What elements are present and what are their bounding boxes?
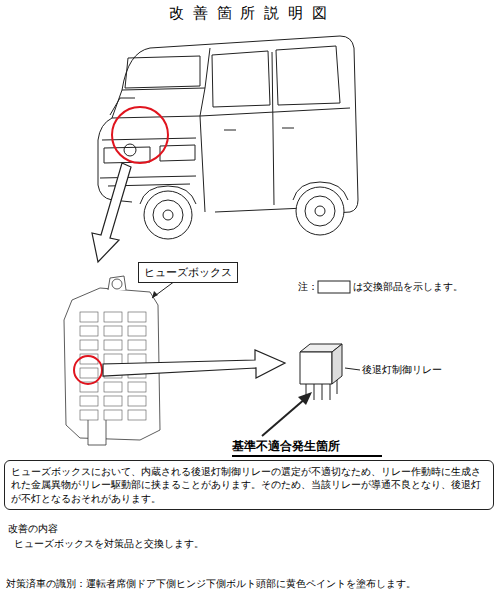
box-text: ヒューズボックスにおいて、内蔵される後退灯制御リレーの選定が不適切なため、リレー… [11,465,487,505]
fuse-box-illustration [64,276,160,445]
fuse-slot [104,382,122,392]
fuse-slot [128,340,146,350]
leader-line [345,368,360,370]
section-heading: 改善の内容 [8,522,58,536]
fuse-slot [128,396,146,406]
fuse-slot [80,312,98,322]
fuse-slot [104,312,122,322]
note-text: 注： [298,280,318,294]
car-illustration [98,36,358,239]
highlight-circle [74,356,102,384]
fuse-slot [104,354,122,364]
highlight-circle [112,107,168,163]
fuse-slot [128,326,146,336]
fuse-slot [80,340,98,350]
relay-illustration [300,344,342,400]
pointer-arrow [92,163,131,262]
fuse-slot [80,410,98,420]
fuse-slot [128,410,146,420]
fuse-slot [80,368,98,378]
fuse-slot [104,410,122,420]
description-box: ヒューズボックスにおいて、内蔵される後退灯制御リレーの選定が不適切なため、リレー… [4,460,494,510]
arrow-head [152,291,158,298]
box-text: ヒューズボックス [144,265,232,280]
pointer-arrow [103,350,285,378]
note-text: は交換部品を示します。 [353,280,463,294]
fuse-slot [80,396,98,406]
part-name: 後退灯制御リレー [362,363,442,377]
underline [232,455,382,457]
defect-location: 基準不適合発生箇所 [232,438,340,455]
arrow-head [298,392,312,405]
leader-line [262,398,306,436]
fuse-slot [128,382,146,392]
fuse-slot [104,396,122,406]
remedy-text: ヒューズボックスを対策品と交換します。 [14,537,204,551]
label-box: ヒューズボックス [138,262,238,283]
fuse-slot [104,340,122,350]
note-swatch [318,281,350,293]
fuse-slot [80,326,98,336]
fuse-slot [128,312,146,322]
title: 改 善 箇 所 説 明 図 [0,4,498,23]
leader-line [152,281,175,298]
identification-text: 対策済車の識別：運転者席側ドア下側ヒンジ下側ボルト頭部に黄色ペイントを塗布します… [6,578,416,591]
fuse-slot [104,326,122,336]
